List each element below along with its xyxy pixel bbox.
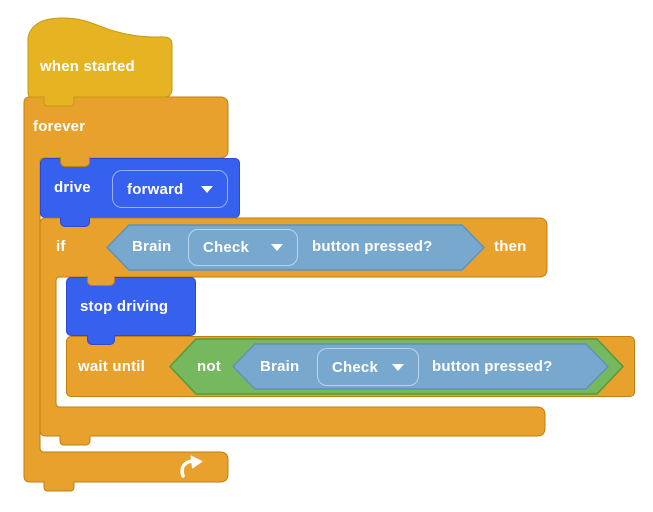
wait-condition-suffix-label: button pressed? bbox=[432, 358, 553, 375]
not-label: not bbox=[197, 358, 221, 375]
if-condition-button-dropdown[interactable]: Check bbox=[188, 229, 298, 266]
forever-label: forever bbox=[33, 118, 86, 135]
forever-inner-notch-tab bbox=[60, 157, 90, 167]
dropdown-caret-icon bbox=[201, 185, 213, 193]
if-block-shape bbox=[39, 217, 548, 446]
stop-driving-block[interactable] bbox=[66, 277, 196, 336]
wait-condition-button-value: Check bbox=[332, 358, 379, 376]
if-inner-notch-tab bbox=[87, 276, 115, 286]
drive-label: drive bbox=[54, 179, 91, 196]
if-then-label: then bbox=[494, 238, 527, 255]
drive-direction-dropdown[interactable]: forward bbox=[112, 170, 228, 208]
when-started-hat-block[interactable] bbox=[27, 17, 173, 107]
wait-until-label: wait until bbox=[78, 358, 145, 375]
stop-driving-bottom-bump bbox=[87, 335, 115, 345]
when-started-hat-shape bbox=[27, 17, 173, 107]
forever-block-shape bbox=[23, 96, 229, 492]
wait-condition-button-dropdown[interactable]: Check bbox=[317, 348, 419, 386]
loop-arrow-icon bbox=[180, 455, 203, 478]
wait-condition-device-label: Brain bbox=[260, 358, 300, 375]
dropdown-caret-icon bbox=[392, 363, 404, 371]
drive-block-bottom-bump bbox=[60, 217, 90, 227]
if-condition-hexagon-shape bbox=[105, 224, 486, 271]
if-label: if bbox=[56, 238, 66, 255]
when-started-label: when started bbox=[40, 58, 135, 75]
if-condition-hexagon[interactable] bbox=[105, 224, 486, 271]
drive-direction-value: forward bbox=[127, 180, 184, 198]
if-condition-suffix-label: button pressed? bbox=[312, 238, 433, 255]
if-condition-button-value: Check bbox=[203, 239, 250, 256]
forever-block[interactable] bbox=[23, 96, 229, 492]
stop-driving-label: stop driving bbox=[80, 298, 169, 315]
if-condition-device-label: Brain bbox=[132, 238, 172, 255]
dropdown-caret-icon bbox=[271, 244, 283, 251]
if-block[interactable] bbox=[39, 217, 548, 446]
